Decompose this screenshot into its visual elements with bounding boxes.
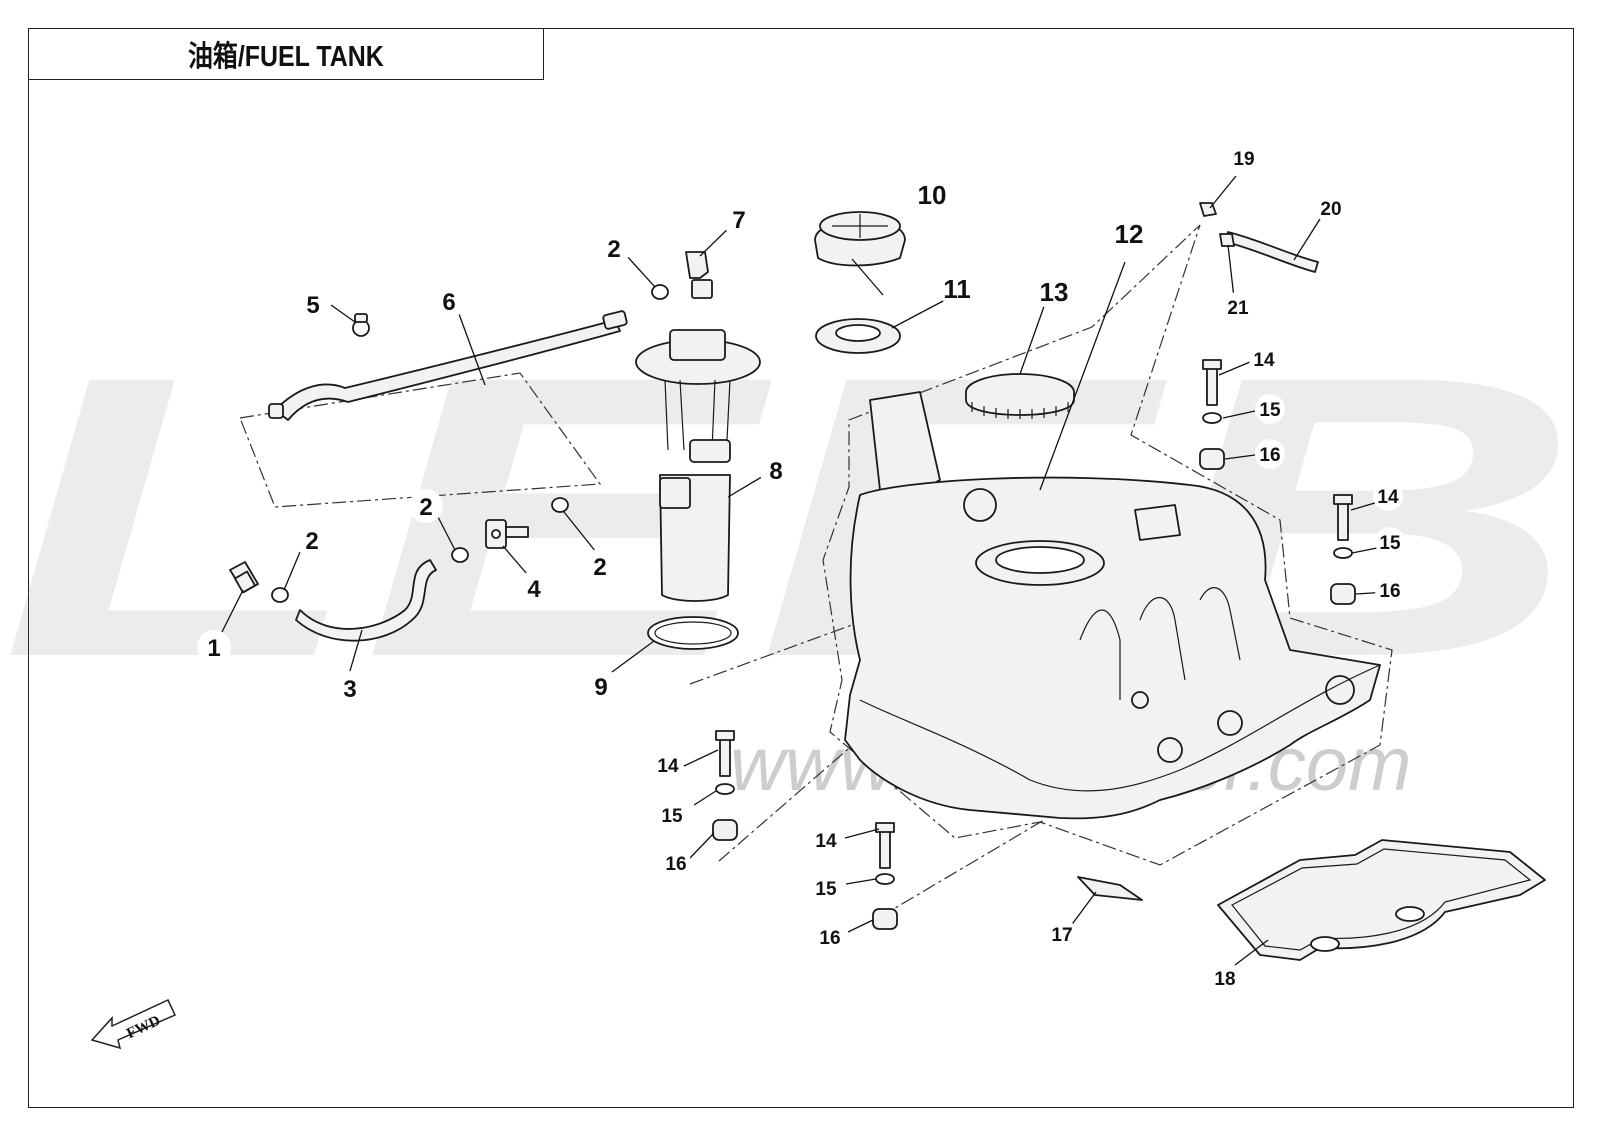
- svg-text:2: 2: [419, 494, 432, 521]
- svg-text:15: 15: [1259, 400, 1281, 421]
- part-19-clip: [1199, 202, 1217, 217]
- svg-text:14: 14: [1377, 487, 1399, 508]
- svg-text:2: 2: [305, 528, 318, 555]
- part-5-clip: [352, 313, 370, 337]
- callout-8: 8: [759, 453, 793, 487]
- part-6-fuel-line: [268, 310, 628, 421]
- svg-text:13: 13: [1040, 277, 1069, 307]
- svg-text:19: 19: [1233, 149, 1254, 170]
- callout-15: 15: [657, 800, 687, 830]
- svg-text:16: 16: [1259, 445, 1280, 466]
- svg-text:7: 7: [732, 207, 745, 234]
- callout-9: 9: [584, 669, 618, 703]
- callout-10: 10: [913, 175, 951, 213]
- diagram-title: 油箱/FUEL TANK: [188, 41, 384, 73]
- callout-14: 14: [653, 750, 683, 780]
- svg-text:14: 14: [1253, 350, 1275, 371]
- part-12-fuel-tank: [844, 391, 1381, 820]
- svg-text:15: 15: [1379, 533, 1401, 554]
- callout-2: 2: [409, 489, 443, 523]
- callout-1: 1: [197, 630, 231, 664]
- callout-2: 2: [583, 549, 617, 583]
- callout-11: 11: [938, 269, 976, 307]
- diagram-frame: [28, 28, 1574, 1108]
- fwd-arrow-icon: FWD: [90, 999, 177, 1050]
- callout-21: 21: [1223, 292, 1253, 322]
- part-10-cap: [814, 211, 906, 267]
- svg-text:1: 1: [207, 635, 220, 662]
- svg-text:3: 3: [343, 676, 356, 703]
- callout-12: 12: [1110, 214, 1148, 252]
- callout-6: 6: [432, 284, 466, 318]
- callout-19: 19: [1229, 143, 1259, 173]
- callout-7: 7: [722, 202, 756, 236]
- part-21-clip: [1219, 233, 1235, 247]
- part-17-pad: [1077, 876, 1143, 901]
- svg-text:12: 12: [1115, 219, 1144, 249]
- svg-text:17: 17: [1051, 925, 1072, 946]
- callout-16: 16: [1255, 439, 1285, 469]
- part-11-gasket: [815, 318, 901, 354]
- svg-text:14: 14: [657, 756, 679, 777]
- title-box: 油箱/FUEL TANK: [28, 28, 544, 80]
- callout-14: 14: [811, 825, 841, 855]
- leader-lines: [221, 175, 1388, 966]
- part-3-hose: [295, 559, 437, 642]
- svg-text:16: 16: [819, 928, 840, 949]
- svg-text:4: 4: [527, 576, 541, 603]
- callout-2: 2: [597, 231, 631, 265]
- svg-text:18: 18: [1214, 969, 1235, 990]
- svg-text:2: 2: [593, 554, 606, 581]
- callout-18: 18: [1210, 963, 1240, 993]
- part-20-vent-hose: [1225, 231, 1319, 273]
- svg-text:15: 15: [815, 879, 837, 900]
- callout-4: 4: [517, 571, 551, 605]
- part-9-o-ring: [647, 616, 739, 650]
- callouts: 1 2 3 2 4 2 5 6 2 7 8 9 10 11 13 12 19 2…: [197, 143, 1405, 993]
- svg-text:8: 8: [769, 458, 782, 485]
- callout-15: 15: [1375, 527, 1405, 557]
- part-8-fuel-pump: [635, 329, 761, 602]
- callout-16: 16: [661, 848, 691, 878]
- svg-text:21: 21: [1227, 298, 1249, 319]
- svg-text:15: 15: [661, 806, 683, 827]
- callout-20: 20: [1316, 193, 1346, 223]
- part-4-connector: [485, 519, 529, 549]
- svg-text:14: 14: [815, 831, 837, 852]
- part-18-heat-shield: [1217, 839, 1546, 961]
- callout-17: 17: [1047, 919, 1077, 949]
- part-16-grommet: [712, 448, 1356, 930]
- callout-2: 2: [295, 523, 329, 557]
- svg-text:2: 2: [607, 236, 620, 263]
- part-2-clamp: [271, 284, 669, 603]
- svg-text:11: 11: [943, 274, 971, 304]
- part-1-fitting: [229, 561, 259, 594]
- callout-5: 5: [296, 287, 330, 321]
- svg-text:16: 16: [665, 854, 686, 875]
- callout-14: 14: [1373, 481, 1403, 511]
- callout-14: 14: [1249, 344, 1279, 374]
- callout-3: 3: [333, 671, 367, 705]
- part-14-bolt: [715, 359, 1353, 869]
- callout-16: 16: [1375, 575, 1405, 605]
- callout-15: 15: [1255, 394, 1285, 424]
- assembly-outlines: [239, 224, 1393, 918]
- svg-text:10: 10: [918, 180, 947, 210]
- svg-text:6: 6: [442, 289, 455, 316]
- svg-text:16: 16: [1379, 581, 1400, 602]
- svg-text:5: 5: [306, 292, 319, 319]
- part-7-elbow: [685, 251, 713, 299]
- svg-text:9: 9: [594, 674, 607, 701]
- callout-15: 15: [811, 873, 841, 903]
- svg-text:20: 20: [1320, 199, 1341, 220]
- callout-13: 13: [1035, 272, 1073, 310]
- callout-16: 16: [815, 922, 845, 952]
